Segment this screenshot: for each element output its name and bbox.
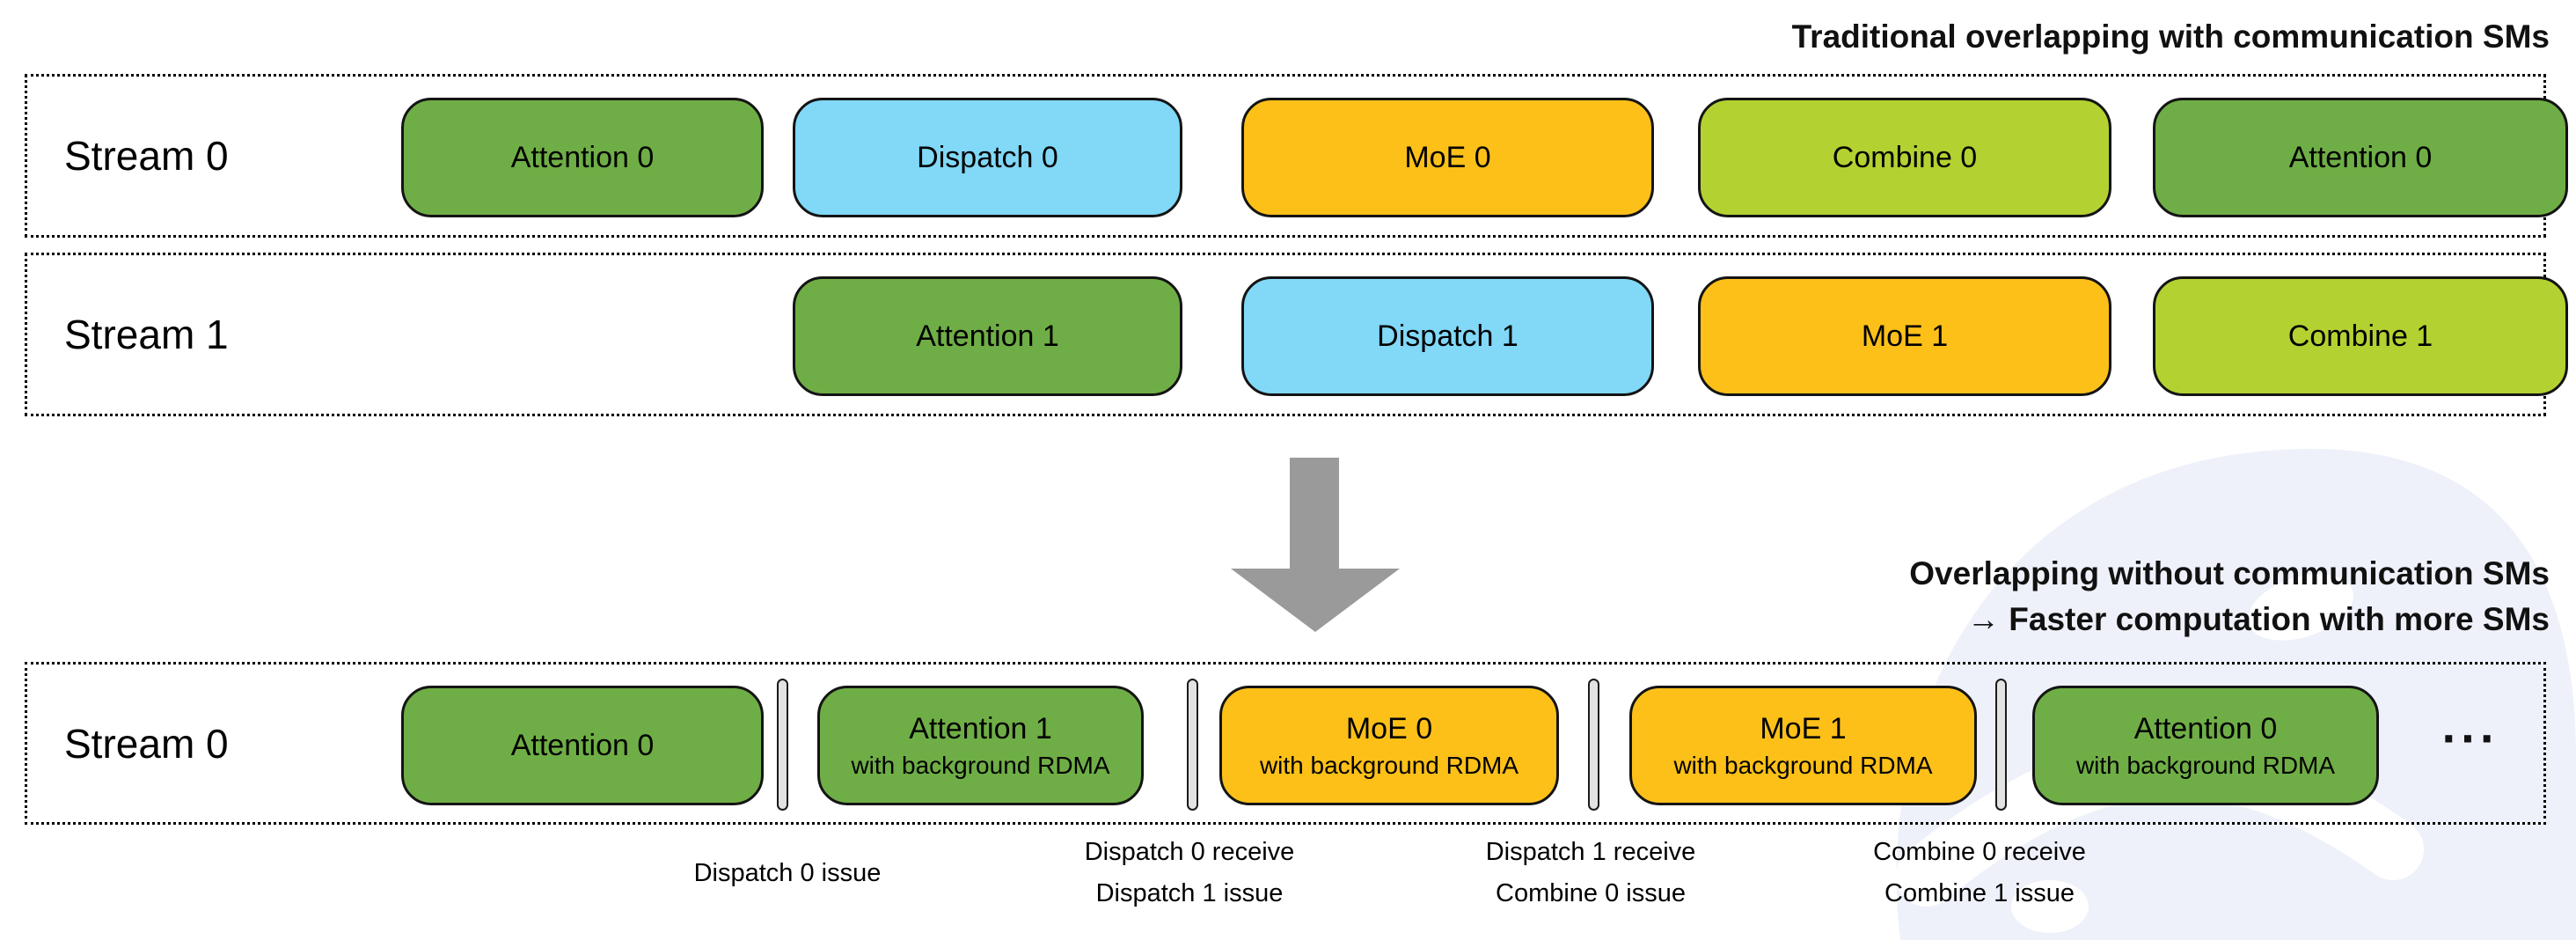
sync-label-line: Dispatch 1 issue bbox=[1095, 879, 1284, 907]
down-arrow-head bbox=[1231, 569, 1400, 632]
block-attention-0: Attention 0 with background RDMA bbox=[2032, 686, 2379, 805]
block-dispatch-0: Dispatch 0 bbox=[793, 98, 1182, 217]
block-attention-0: Attention 0 bbox=[401, 686, 764, 805]
block-label: Dispatch 0 bbox=[917, 140, 1058, 174]
block-moe-1: MoE 1 bbox=[1698, 276, 2111, 396]
overlapping-without-sms-title: Overlapping without communication SMs → … bbox=[1909, 551, 2550, 643]
block-sublabel: with background RDMA bbox=[1259, 751, 1519, 779]
block-label: Attention 0 bbox=[2133, 711, 2278, 745]
overlap-title-line1: Overlapping without communication SMs bbox=[1909, 555, 2550, 591]
block-label: Combine 0 bbox=[1832, 140, 1978, 174]
block-label: Dispatch 1 bbox=[1377, 319, 1519, 353]
overlap-title-line2: → Faster computation with more SMs bbox=[1967, 601, 2550, 637]
sync-label-line: Dispatch 0 receive bbox=[1084, 838, 1295, 866]
block-label: MoE 1 bbox=[1760, 711, 1847, 745]
block-attention-0: Attention 0 bbox=[2153, 98, 2568, 217]
block-label: Attention 0 bbox=[510, 140, 655, 174]
block-label: Attention 1 bbox=[916, 319, 1059, 353]
block-attention-1: Attention 1 bbox=[793, 276, 1182, 396]
sync-label-line: Dispatch 0 issue bbox=[693, 858, 882, 887]
block-combine-0: Combine 0 bbox=[1698, 98, 2111, 217]
block-label: MoE 1 bbox=[1861, 319, 1949, 353]
sync-label-dispatch-0-issue: Dispatch 0 issue bbox=[594, 831, 981, 915]
block-moe-1: MoE 1 with background RDMA bbox=[1629, 686, 1977, 805]
stream1-label: Stream 1 bbox=[64, 312, 229, 357]
sync-separator-bar bbox=[1995, 679, 2007, 811]
block-label: Attention 1 bbox=[909, 711, 1052, 745]
sync-separator-bar bbox=[777, 679, 788, 811]
block-label: MoE 0 bbox=[1404, 140, 1491, 174]
sync-label-line: Combine 0 receive bbox=[1873, 838, 2086, 866]
traditional-overlapping-title: Traditional overlapping with communicati… bbox=[1791, 18, 2550, 55]
continuation-ellipsis: ··· bbox=[2441, 709, 2499, 766]
sync-label-line: Combine 1 issue bbox=[1884, 879, 2075, 907]
sync-label-line: Dispatch 1 receive bbox=[1485, 838, 1696, 866]
block-sublabel: with background RDMA bbox=[851, 751, 1110, 779]
block-label: Attention 0 bbox=[510, 728, 655, 762]
block-moe-0: MoE 0 with background RDMA bbox=[1219, 686, 1559, 805]
stream0-bottom-label: Stream 0 bbox=[64, 720, 229, 767]
block-combine-1: Combine 1 bbox=[2153, 276, 2568, 396]
stream0-box-overlapped: Stream 0 Attention 0 Attention 1 with back… bbox=[25, 662, 2546, 825]
sync-label-line: Combine 0 issue bbox=[1496, 879, 1686, 907]
block-sublabel: with background RDMA bbox=[1673, 751, 1933, 779]
down-arrow-shaft bbox=[1290, 458, 1339, 570]
sync-separator-bar bbox=[1588, 679, 1599, 811]
sync-separator-bar bbox=[1187, 679, 1198, 811]
block-attention-1: Attention 1 with background RDMA bbox=[817, 686, 1144, 805]
stream1-box-traditional: Stream 1 Attention 1 Dispatch 1 MoE 1 Combi… bbox=[25, 253, 2568, 416]
block-label: Attention 0 bbox=[2288, 140, 2433, 174]
stream0-label: Stream 0 bbox=[64, 133, 229, 179]
block-moe-0: MoE 0 bbox=[1241, 98, 1654, 217]
block-sublabel: with background RDMA bbox=[2075, 751, 2336, 779]
block-attention-0: Attention 0 bbox=[401, 98, 764, 217]
block-dispatch-1: Dispatch 1 bbox=[1241, 276, 1654, 396]
block-label: MoE 0 bbox=[1345, 711, 1433, 745]
block-label: Combine 1 bbox=[2287, 319, 2433, 353]
stream0-box-traditional: Stream 0 Attention 0 Dispatch 0 MoE 0 Combi… bbox=[25, 74, 2568, 238]
